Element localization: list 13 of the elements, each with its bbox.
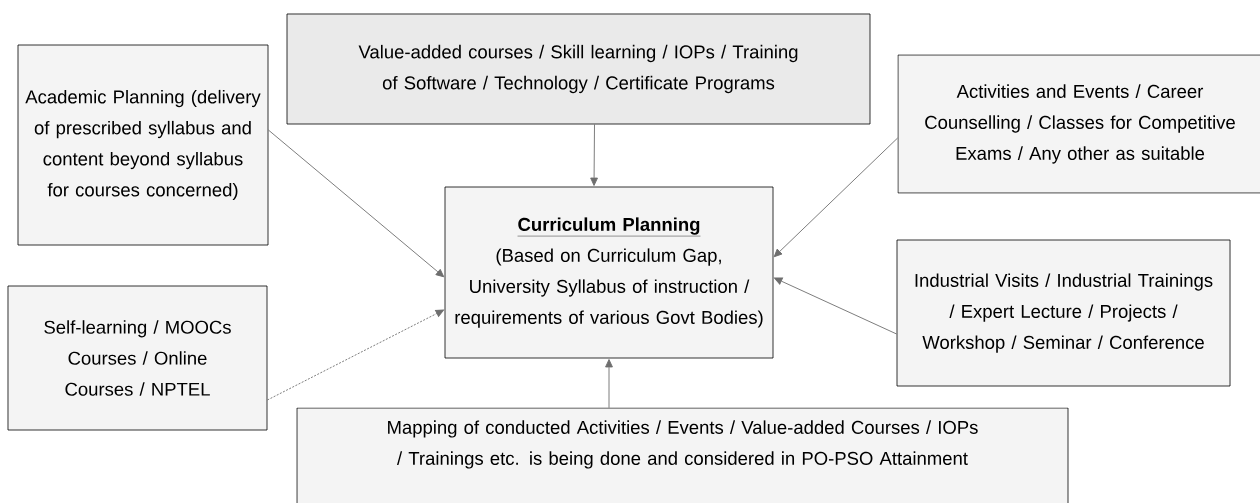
arrow xyxy=(773,277,898,335)
text-box: Curriculum Planning (Based on Curriculum Gap, University Syllabus of instruction / requirements of various Govt Bodies) xyxy=(444,186,774,359)
arrow xyxy=(590,123,598,186)
text-box: Academic Planning (delivery of prescribed syllabus and content beyond syllabus for courses concerned) xyxy=(17,44,269,246)
arrow xyxy=(773,137,899,258)
text-box: Industrial Visits / Industrial Trainings / Expert Lecture / Projects / Workshop / Seminar / Conference xyxy=(896,239,1231,387)
arrow xyxy=(266,309,445,401)
text-box: Self-learning / MOOCs Courses / Online Courses / NPTEL xyxy=(7,285,268,431)
arrow xyxy=(605,359,613,409)
text-box: Mapping of conducted Activities / Events / Value-added Courses / IOPs / Trainings etc. is being done and considered in PO-PSO Attainment xyxy=(296,407,1069,503)
arrow xyxy=(267,129,445,278)
text-box: Activities and Events / Career Counselling / Classes for Competitive Exams / Any other as suitable xyxy=(897,54,1260,194)
text-box: Value-added courses / Skill learning / IOPs / Training of Software / Technology / Certificate Programs xyxy=(286,13,871,125)
